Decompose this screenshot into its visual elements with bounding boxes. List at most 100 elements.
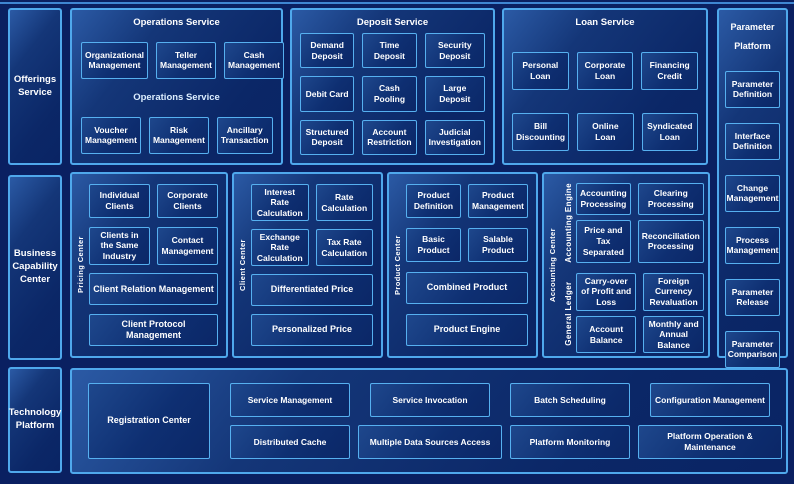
pricing-center-vertical-label: Pricing Center [76,236,85,294]
rail-technology-platform-label: Technology Platform [8,407,62,431]
box-clients-in-the-same-industry: Clients in the Same Industry [89,226,150,265]
rail-offerings-service: Offerings Service [8,8,62,165]
box-accounting-processing: Accounting Processing [576,183,631,216]
tech-column-1: Service Management Distributed Cache [230,383,350,459]
box-process-management: Process Management [725,226,780,264]
box-cash-management: Cash Management [224,41,284,79]
box-bill-discounting: Bill Discounting [512,113,570,151]
box-service-invocation: Service Invocation [370,383,490,417]
top-divider-line [0,2,794,4]
box-debit-card: Debit Card [300,76,355,112]
rail-offerings-service-label: Offerings Service [13,73,57,98]
box-parameter-definition: Parameter Definition [725,70,780,108]
box-personal-loan: Personal Loan [512,51,569,90]
box-distributed-cache: Distributed Cache [230,425,350,459]
parameter-platform-title: Parameter Platform [730,22,775,51]
box-configuration-management: Configuration Management [650,383,770,417]
box-tax-rate-calculation: Tax Rate Calculation [315,229,373,266]
box-foreign-currency-revaluation: Foreign Currency Revaluation [643,272,704,311]
section-accounting-center: Accounting Center Accounting Engine Acco… [542,172,710,358]
box-contact-management: Contact Management [157,226,218,265]
general-ledger-group: General Ledger Carry-over of Profit and … [561,272,704,354]
box-salable-product: Salable Product [468,228,528,262]
box-parameter-comparison: Parameter Comparison [725,330,780,368]
box-exchange-rate-calculation: Exchange Rate Calculation [251,229,309,266]
section-pricing-center: Pricing Center Individual Clients Corpor… [70,172,228,358]
accounting-center-vertical-label: Accounting Center [548,228,557,302]
box-reconciliation-processing: Reconciliation Processing [637,220,704,263]
box-interest-rate-calculation: Interest Rate Calculation [251,184,309,221]
box-multiple-data-sources-access: Multiple Data Sources Access [358,425,502,459]
box-platform-operation-maintenance: Platform Operation & Maintenance [638,425,782,459]
loan-row-2: Bill Discounting Online Loan Syndicated … [512,113,698,151]
box-corporate-clients: Corporate Clients [157,184,218,218]
box-individual-clients: Individual Clients [89,184,150,218]
box-online-loan: Online Loan [577,113,634,151]
box-clearing-processing: Clearing Processing [637,183,704,216]
pricing-center-grid: Individual Clients Corporate Clients Cli… [89,174,226,356]
deposit-grid: Demand Deposit Time Deposit Security Dep… [300,33,485,155]
box-cash-pooling: Cash Pooling [362,76,417,112]
section-operations-service: Operations Service Organizational Manage… [70,8,284,165]
box-client-relation-management: Client Relation Management [89,273,218,306]
product-center-vertical-label: Product Center [393,235,402,295]
box-voucher-management: Voucher Management [81,116,141,154]
box-teller-management: Teller Management [156,41,216,79]
box-judicial-investigation: Judicial Investigation [424,119,485,155]
box-structured-deposit: Structured Deposit [300,119,355,155]
box-large-deposit: Large Deposit [424,76,485,112]
box-product-definition: Product Definition [406,184,462,218]
box-account-balance: Account Balance [576,315,637,354]
box-demand-deposit: Demand Deposit [300,33,355,69]
section-loan-service: Loan Service Personal Loan Corporate Loa… [502,8,708,165]
rail-technology-platform: Technology Platform [8,367,62,473]
tech-column-4: Configuration Management Platform Operat… [638,383,782,459]
box-product-management: Product Management [468,184,528,218]
box-rate-calculation: Rate Calculation [315,184,373,221]
rail-business-capability-center-label: Business Capability Center [12,248,58,285]
section-parameter-platform: Parameter Platform Parameter Definition … [717,8,788,368]
section-technology-platform: Registration Center Service Management D… [70,368,788,474]
box-service-management: Service Management [230,383,350,417]
box-platform-monitoring: Platform Monitoring [510,425,630,459]
general-ledger-grid: Carry-over of Profit and Loss Foreign Cu… [576,272,704,354]
box-price-and-tax-separated: Price and Tax Separated [576,220,631,263]
box-combined-product: Combined Product [406,272,528,304]
client-center-grid: Interest Rate Calculation Rate Calculati… [251,174,381,356]
rail-business-capability-center: Business Capability Center [8,175,62,360]
deposit-service-title: Deposit Service [356,17,429,28]
box-security-deposit: Security Deposit [424,33,485,69]
operations-service-subtitle: Operations Service [133,92,220,104]
loan-service-title: Loan Service [575,17,635,28]
section-client-center: Client Center Interest Rate Calculation … [232,172,383,358]
box-corporate-loan: Corporate Loan [576,51,634,90]
product-center-grid: Product Definition Product Management Ba… [406,174,536,356]
box-carry-over-of-profit-and-loss: Carry-over of Profit and Loss [576,272,637,311]
box-product-engine: Product Engine [406,314,528,346]
accounting-engine-group: Accounting Engine Accounting Processing … [561,183,704,263]
box-interface-definition: Interface Definition [725,122,780,160]
loan-row-1: Personal Loan Corporate Loan Financing C… [512,51,698,90]
box-parameter-release: Parameter Release [725,278,780,316]
operations-row-2: Voucher Management Risk Management Ancil… [81,116,273,154]
box-client-protocol-management: Client Protocol Management [89,313,218,346]
box-monthly-and-annual-balance: Monthly and Annual Balance [643,315,704,354]
section-product-center: Product Center Product Definition Produc… [387,172,538,358]
operations-row-1: Organizational Management Teller Managem… [81,41,284,79]
box-ancillary-transaction: Ancillary Transaction [216,116,273,154]
box-financing-credit: Financing Credit [641,51,698,90]
section-deposit-service: Deposit Service Demand Deposit Time Depo… [290,8,495,165]
box-change-management: Change Management [725,174,780,212]
tech-column-3: Batch Scheduling Platform Monitoring [510,383,630,459]
box-batch-scheduling: Batch Scheduling [510,383,630,417]
box-risk-management: Risk Management [148,116,209,154]
box-syndicated-loan: Syndicated Loan [641,113,698,151]
box-organizational-management: Organizational Management [81,41,149,79]
box-time-deposit: Time Deposit [362,33,417,69]
box-account-restriction: Account Restriction [362,119,417,155]
accounting-center-body: Accounting Engine Accounting Processing … [561,174,712,356]
box-differentiated-price: Differentiated Price [251,274,373,306]
client-center-vertical-label: Client Center [238,239,247,291]
accounting-engine-vertical-label: Accounting Engine [564,183,573,263]
